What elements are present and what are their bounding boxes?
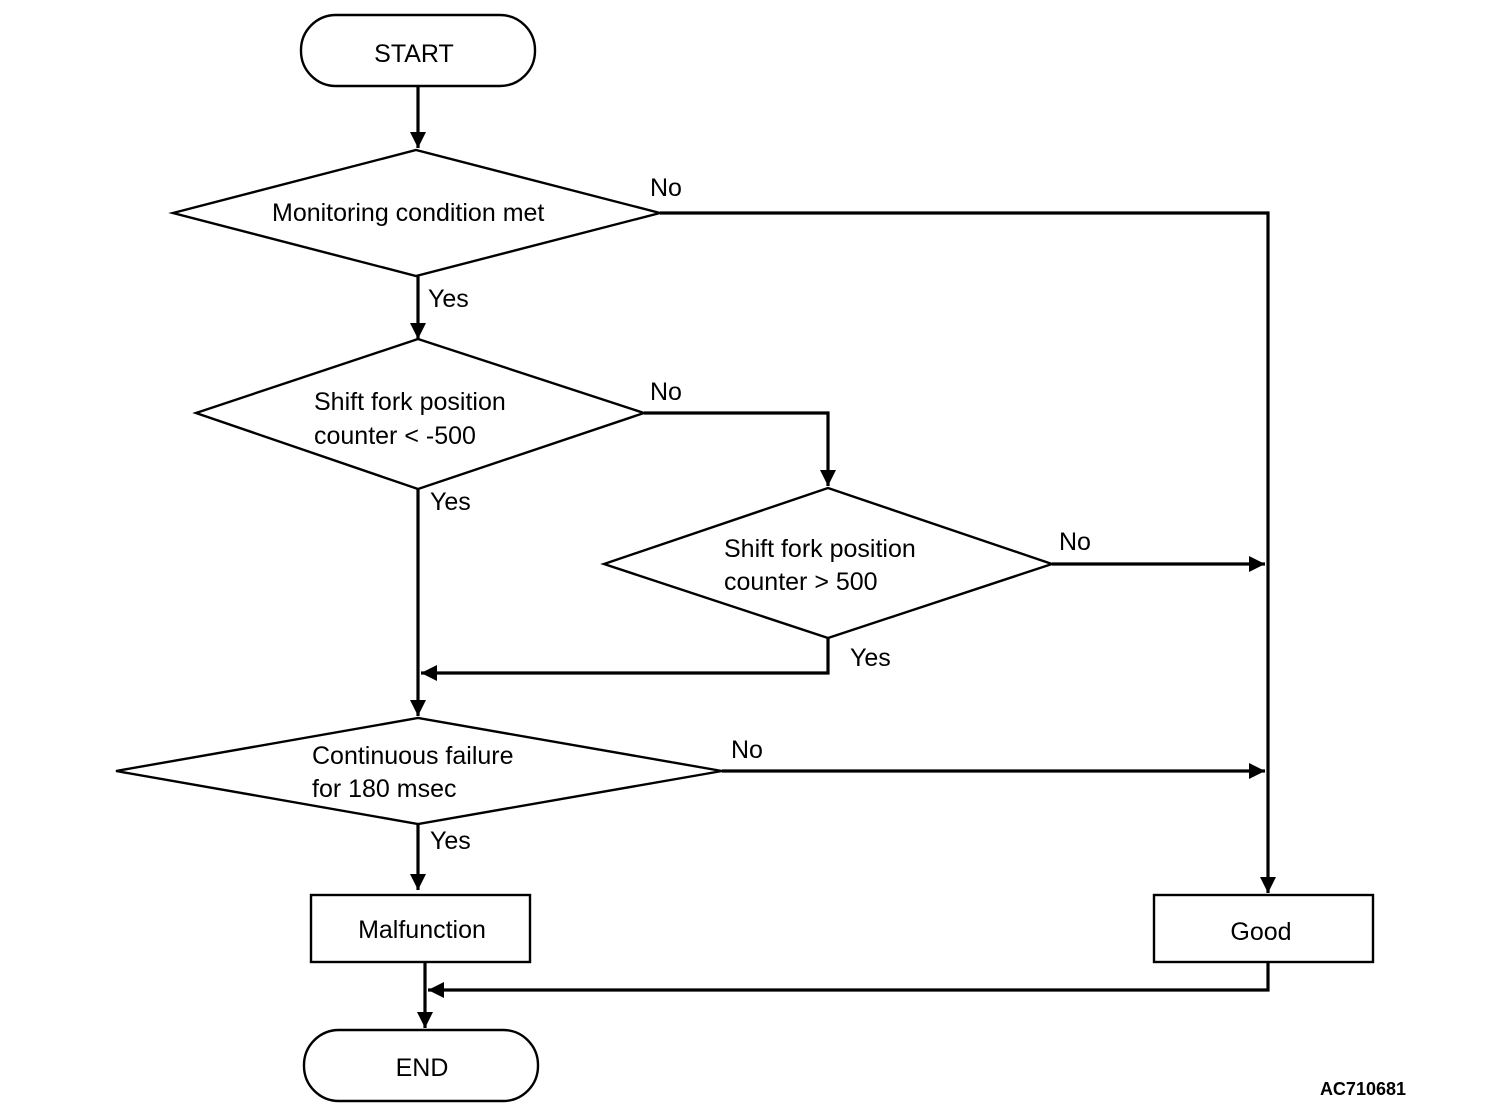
label-counter-low-yes: Yes: [430, 488, 471, 516]
start-terminal: START: [299, 13, 537, 88]
label-monitoring-no: No: [650, 174, 682, 202]
decision-monitoring-label: Monitoring condition met: [272, 199, 544, 227]
result-malfunction: Malfunction: [309, 893, 532, 964]
decision-counter-low: Shift fork position counter < -500: [192, 337, 648, 491]
branch-labels: No Yes No Yes No Yes No Yes: [428, 174, 1091, 855]
end-terminal: END: [302, 1028, 540, 1103]
result-good: Good: [1152, 893, 1375, 964]
decision-monitoring-condition: Monitoring condition met: [168, 148, 661, 278]
decision-counter-high: Shift fork position counter > 500: [600, 486, 1056, 640]
label-counter-low-no: No: [650, 378, 682, 406]
connectors: [410, 86, 1276, 1028]
label-counter-high-yes: Yes: [850, 644, 891, 672]
decision-continuous-line1: Continuous failure: [312, 742, 514, 770]
decision-counter-low-line2: counter < -500: [314, 422, 476, 450]
good-label: Good: [1230, 918, 1291, 946]
connector-counter-low-no-to-counter-high: [644, 411, 836, 486]
label-counter-high-no: No: [1059, 528, 1091, 556]
connector-counter-high-yes-to-main: [421, 638, 830, 681]
label-continuous-no: No: [731, 736, 763, 764]
end-label: END: [396, 1054, 449, 1082]
decision-continuous-line2: for 180 msec: [312, 775, 457, 803]
figure-code: AC710681: [1320, 1079, 1406, 1099]
label-continuous-yes: Yes: [430, 827, 471, 855]
label-monitoring-yes: Yes: [428, 285, 469, 313]
connector-good-to-end: [428, 963, 1270, 998]
decision-continuous-failure: Continuous failure for 180 msec: [115, 716, 723, 826]
malfunction-label: Malfunction: [358, 916, 486, 944]
start-label: START: [374, 40, 454, 68]
decision-counter-high-line2: counter > 500: [724, 568, 878, 596]
decision-counter-high-line1: Shift fork position: [724, 535, 916, 563]
connector-monitoring-no-to-good: [660, 211, 1276, 893]
decision-counter-low-line1: Shift fork position: [314, 388, 506, 416]
